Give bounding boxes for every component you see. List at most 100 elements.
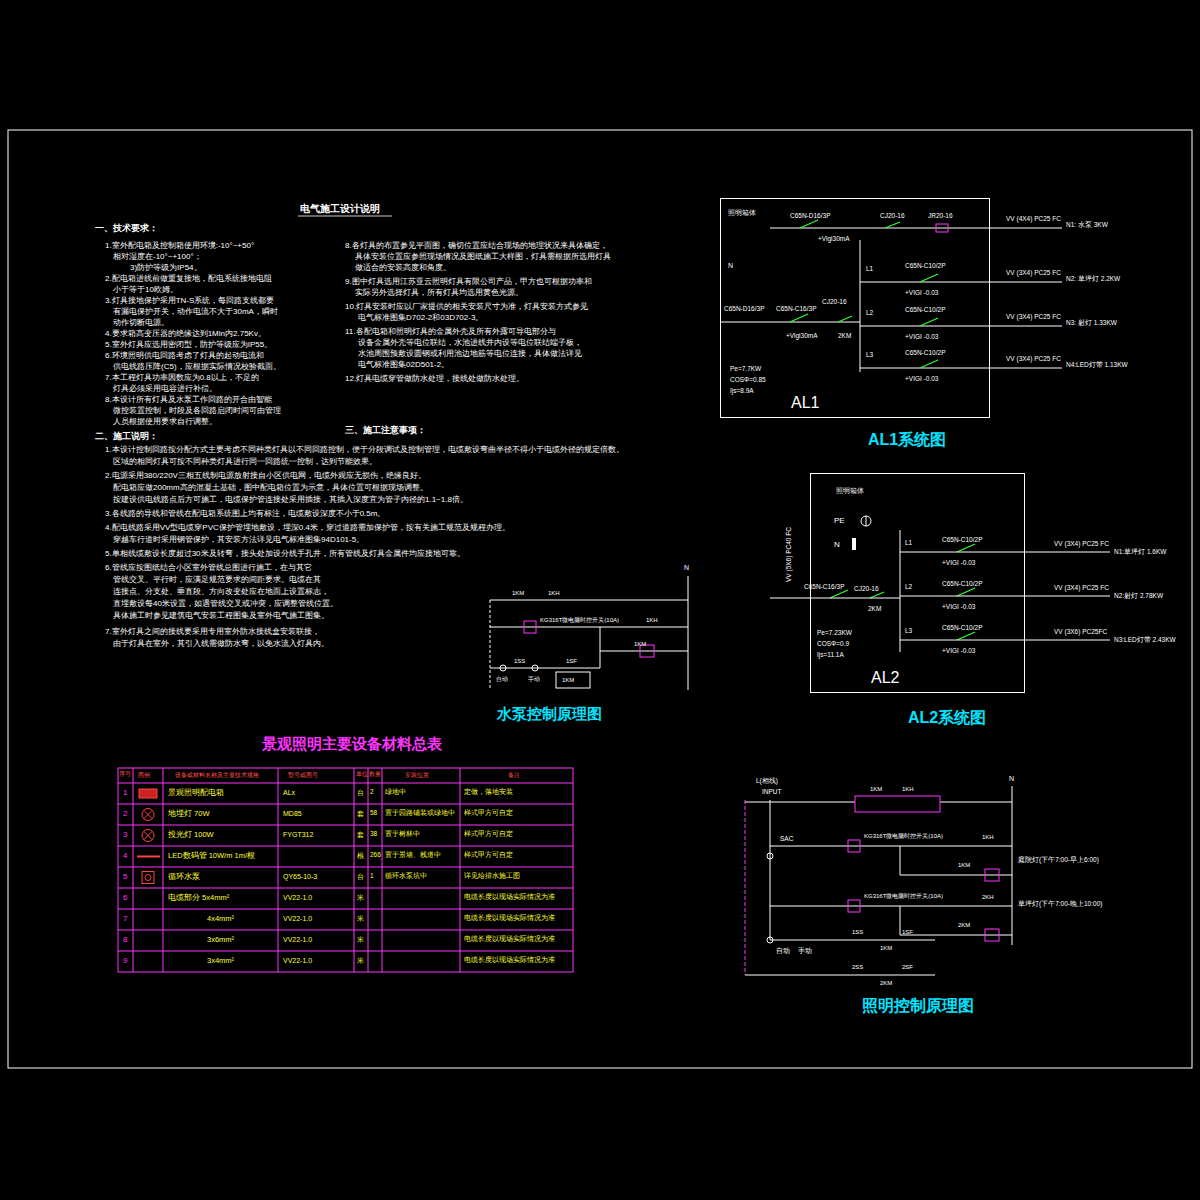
drawing-label: 1KH	[902, 786, 914, 792]
drawing-label: VV (3X4) PC25 FC	[1006, 314, 1061, 321]
drawing-label: KG316T微电脑时控开关(10A)	[540, 617, 619, 623]
drawing-label: 三、施工注意事项：	[345, 426, 426, 435]
drawing-label: 套	[357, 831, 364, 838]
sheet-title: 电气施工设计说明	[300, 204, 380, 214]
drawing-label: 7.本工程灯具功率因数应为0.8以上，不足的	[105, 374, 259, 382]
drawing-label: 3.灯具接地保护采用TN-S系统，每回路支线都要	[105, 297, 274, 305]
drawing-label: 1KM	[562, 677, 574, 683]
drawing-label: C65N-C10/2P	[942, 581, 982, 588]
drawing-label: 小于等于10欧姆。	[113, 286, 178, 294]
drawing-label: 7.室外灯具之间的接线要采用专用室外防水接线盒安装联接，	[105, 628, 320, 636]
drawing-label: 2.电源采用380/220V三相五线制电源放射接自小区供电网，电缆外观应无损伤，…	[105, 472, 426, 480]
drawing-label: VV22-1.0	[283, 915, 312, 922]
drawing-label: 米	[357, 936, 364, 943]
contactor-coil	[985, 929, 999, 941]
drawing-label: Ijs=8.9A	[730, 388, 754, 395]
title-underline	[298, 216, 392, 217]
drawing-label: 具体施工时参见建筑电气安装工程图集及室外电气施工图集。	[113, 612, 329, 620]
drawing-label: 投光灯 100W	[168, 831, 214, 839]
drawing-label: 电缆长度以现场实际情况为准	[464, 894, 555, 901]
al2-wiring	[770, 516, 1110, 652]
drawing-label: 草坪灯(下午7:00-晚上10:00)	[1018, 901, 1102, 908]
breaker-symbols	[790, 220, 975, 640]
drawing-label: 3x6mm²	[207, 936, 234, 944]
drawing-label: 样式甲方可自定	[464, 810, 513, 817]
drawing-label: 连接点、分支处、垂直段、方向改变处应在地面上设置标志，	[113, 588, 329, 596]
drawing-label: N1:草坪灯 1.6KW	[1114, 549, 1166, 556]
drawing-label: 样式甲方可自定	[464, 831, 513, 838]
drawing-label: Pe=7.23KW	[817, 630, 852, 637]
drawing-label: INPUT	[762, 789, 782, 796]
drawing-label: C65N-D16/3P	[790, 213, 830, 220]
drawing-label: 动作切断电源。	[113, 319, 169, 327]
drawing-label: 4	[123, 852, 127, 860]
drawing-label: 照明箱体	[728, 210, 756, 217]
drawing-label: 单位	[356, 772, 368, 778]
drawing-label: N	[684, 564, 689, 571]
drawing-label: N3: 射灯 1.33KW	[1066, 320, 1117, 327]
drawing-label: MD85	[283, 810, 302, 817]
drawing-label: CJ20-16	[880, 213, 905, 220]
timer-switch	[848, 900, 860, 912]
drawing-label: 1SF	[902, 929, 913, 935]
drawing-label: VV (3X4) PC25 FC	[1006, 270, 1061, 277]
drawing-label: 11.各配电箱和照明灯具的金属外壳及所有外露可导电部分与	[345, 328, 556, 336]
drawing-label: 灯具必须采用电容进行补偿。	[113, 385, 217, 393]
drawing-label: KG316T微电脑时控开关(10A)	[864, 833, 943, 839]
drawing-label: N3:LED灯带 2.43KW	[1114, 637, 1176, 644]
drawing-label: COSΦ=0.85	[730, 377, 766, 384]
drawing-label: 2	[123, 810, 127, 818]
drawing-label: 电缆长度以现场实际情况为准	[464, 915, 555, 922]
drawing-label: 2KM	[838, 333, 851, 340]
drawing-label: 266	[370, 852, 381, 859]
drawing-label: 9	[123, 957, 127, 965]
drawing-label: VV22-1.0	[283, 894, 312, 901]
drawing-label: 8.各灯具的布置参见平面图，确切位置应结合现场的地理状况来具体确定，	[345, 242, 608, 250]
drawing-label: 1	[370, 873, 374, 880]
drawing-label: C65N-C16/3P	[804, 584, 844, 591]
drawing-label: 4x4mm²	[207, 915, 234, 923]
drawing-label: 6.管线应按图纸结合小区室外管线总图进行施工，在与其它	[105, 564, 312, 572]
drawing-label: 手动	[528, 676, 540, 682]
panel-label: AL2	[871, 670, 899, 686]
al1-wiring	[720, 228, 1062, 372]
drawing-label: 2.配电箱进线前做重复接地，配电系统接地电阻	[105, 275, 272, 283]
drawing-label: 1.室外配电箱及控制箱使用环境:-10°~+50°	[105, 242, 254, 250]
drawing-label: 置于树林中	[385, 831, 420, 838]
drawing-label: 1KH	[982, 834, 994, 840]
drawing-label: 景观照明配电箱	[168, 789, 224, 797]
drawing-label: N1: 水泵 3KW	[1066, 222, 1108, 229]
drawing-label: CJ20-16	[854, 586, 879, 593]
drawing-label: VV (3X4) PC25 FC	[1054, 541, 1109, 548]
drawing-label: 3	[123, 831, 127, 839]
drawing-label: 9.图中灯具选用江苏亚云照明灯具有限公司产品，甲方也可根据功率和	[345, 278, 592, 286]
drawing-label: 序号	[119, 772, 131, 778]
drawing-label: 手动	[798, 948, 812, 955]
drawing-label: L1	[905, 540, 912, 547]
drawing-label: C65N-C10/2P	[905, 263, 945, 270]
drawing-label: C65N-C10/2P	[942, 537, 982, 544]
drawing-label: 1	[123, 789, 127, 797]
drawing-label: 做适合的安装高度和角度。	[355, 264, 451, 272]
drawing-label: 1KH	[646, 617, 658, 623]
drawing-label: +VIGI -0.03	[942, 604, 975, 611]
drawing-label: 4.要求箱高变压器的绝缘达到1Min内2.75Kv。	[105, 330, 266, 338]
panel-label: AL1	[791, 395, 819, 411]
drawing-label: +VIGI -0.03	[942, 648, 975, 655]
drawing-label: VV22-1.0	[283, 957, 312, 964]
drawing-label: 2KM	[880, 980, 892, 986]
drawing-label: 1KM	[512, 590, 524, 596]
drawing-label: 米	[357, 894, 364, 901]
drawing-label: C65N-D16/3P	[724, 306, 764, 313]
drawing-label: SAC	[780, 836, 793, 843]
drawing-label: PE	[834, 517, 845, 525]
drawing-label: 数量	[369, 772, 381, 778]
contactor-box	[855, 796, 940, 812]
drawing-label: VV (3X4) PC25 FC	[1054, 585, 1109, 592]
drawing-label: 型号或图号	[288, 772, 318, 778]
drawing-label: 2KH	[982, 894, 994, 900]
drawing-label: N4:LED灯带 1.13KW	[1066, 362, 1128, 369]
drawing-label: 6.环境照明供电回路考虑了灯具的起动电流和	[105, 352, 264, 360]
drawing-label: +VIGI -0.03	[905, 334, 938, 341]
drawing-label: 安装位置	[405, 772, 429, 778]
